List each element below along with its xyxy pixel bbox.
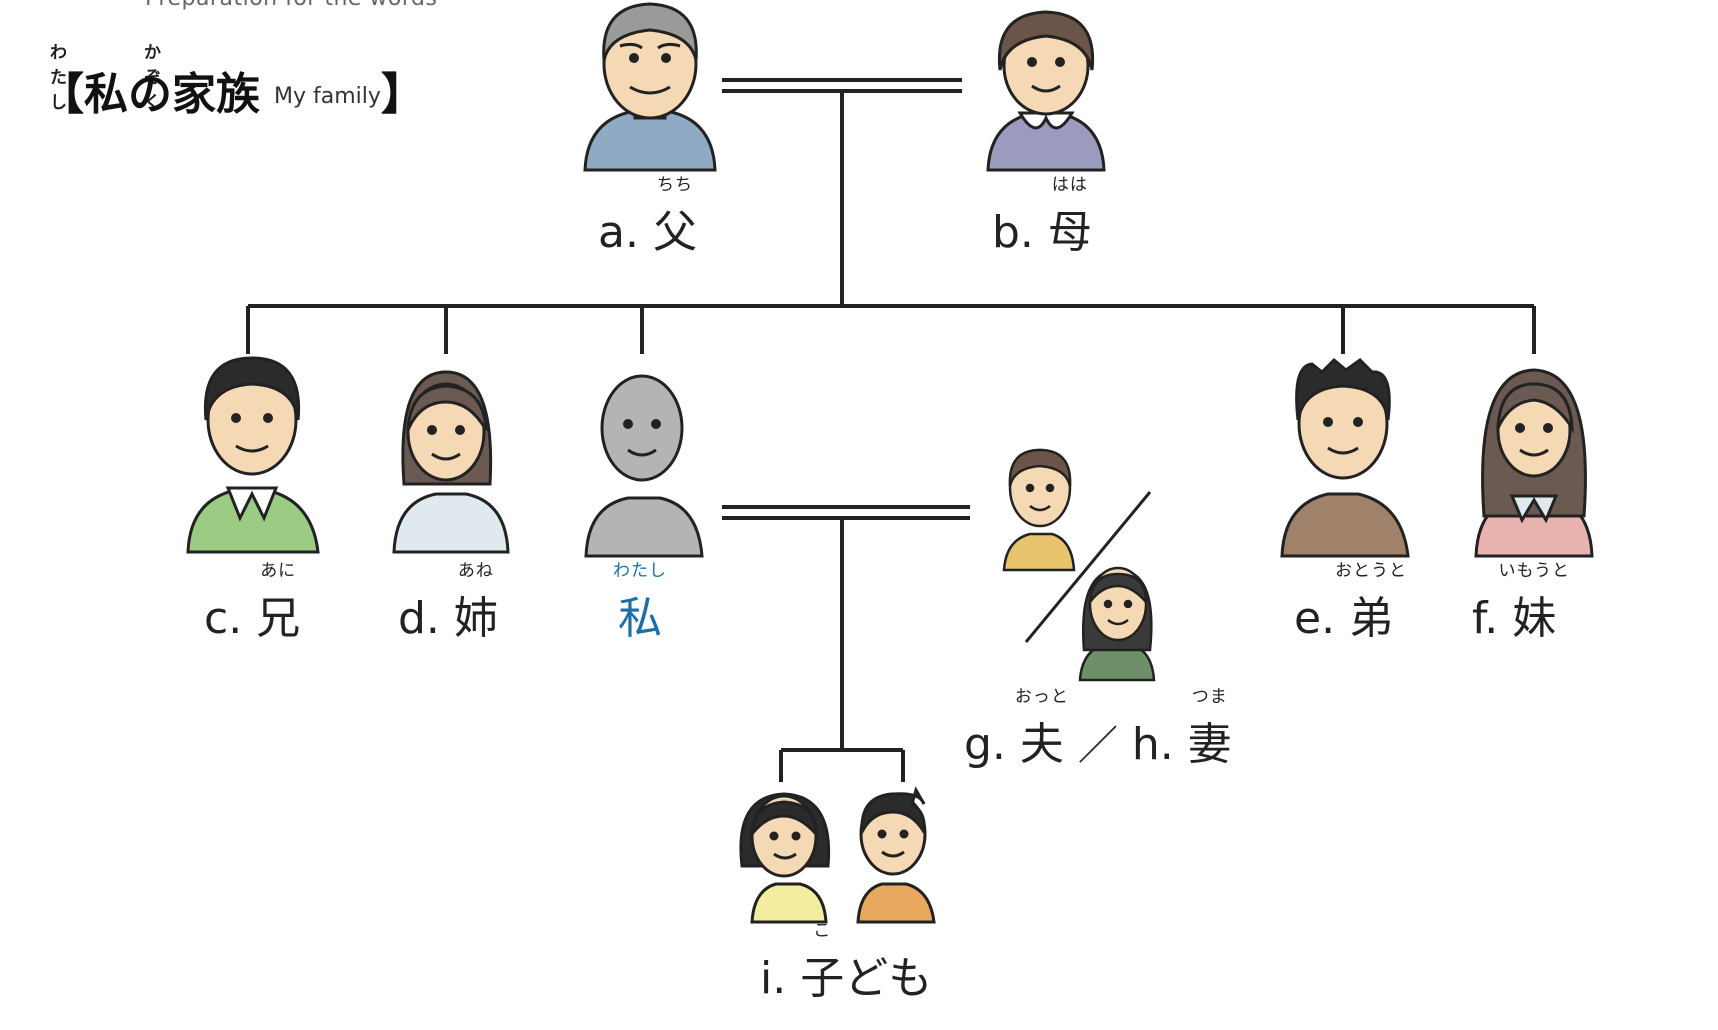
label-wife-prefix: h. [1131, 719, 1174, 770]
label-older-brother-ruby: あに [260, 561, 297, 581]
person-wife [1078, 566, 1156, 682]
label-wife-ruby: つま [1191, 687, 1228, 707]
section-subtitle: Preparation for the words [145, 0, 437, 11]
label-older-sister-ruby: あね [457, 561, 494, 581]
person-father [583, 2, 717, 172]
label-younger-sister-prefix: f. [1472, 593, 1499, 644]
label-older-sister: d. あね姉 [398, 561, 498, 646]
label-father-ruby: ちち [656, 175, 693, 195]
person-child-girl [739, 792, 831, 924]
title-text: 【私の家族 My family】 [40, 58, 425, 122]
label-older-brother: c. あに兄 [204, 561, 301, 646]
label-older-sister-prefix: d. [398, 593, 440, 644]
label-children-rest: ども [844, 953, 933, 1004]
person-older-brother [186, 356, 320, 554]
label-mother-ruby: はは [1051, 175, 1088, 195]
label-spouse-separator: ／ [1077, 723, 1118, 769]
title-ruby-kazoku: かぞく [144, 43, 161, 113]
label-children-ruby: こ [813, 921, 832, 941]
label-mother-prefix: b. [992, 207, 1034, 258]
label-self-ruby: わたし [613, 561, 667, 581]
tree-lines [246, 78, 1536, 782]
label-older-sister-kanji: 姉 [453, 593, 498, 644]
label-self: わたし私 [613, 561, 666, 646]
label-children-prefix: i. [760, 953, 787, 1004]
label-wife-kanji: 妻 [1187, 719, 1232, 770]
label-husband-kanji: 夫 [1019, 719, 1064, 770]
person-older-sister [392, 370, 510, 554]
spouse-slash [1024, 491, 1152, 643]
label-younger-sister-ruby: いもうと [1498, 561, 1571, 581]
label-younger-sister: f. いもうと妹 [1472, 561, 1569, 646]
label-older-brother-kanji: 兄 [256, 593, 301, 644]
person-younger-sister [1474, 368, 1594, 558]
label-older-brother-prefix: c. [204, 593, 243, 644]
title-english: My family [274, 84, 381, 109]
label-children: i. こ子ども [760, 921, 933, 1006]
person-husband [1002, 448, 1076, 572]
label-husband-ruby: おっと [1014, 687, 1069, 707]
title-japanese: 私の家族 [84, 69, 260, 120]
label-younger-brother-prefix: e. [1294, 593, 1336, 644]
label-mother-kanji: 母 [1047, 207, 1092, 258]
label-self-kanji: 私 [618, 593, 662, 644]
title-ruby-watashi: わたし [50, 43, 67, 113]
label-father-kanji: 父 [652, 207, 697, 258]
label-father: a. ちち父 [598, 175, 697, 260]
title-bracket-close: 】 [380, 69, 425, 120]
person-child-boy [856, 786, 936, 924]
label-spouse: g. おっと夫 ／ h. つま妻 [964, 687, 1232, 772]
label-younger-brother-ruby: おとうと [1335, 561, 1408, 581]
person-younger-brother [1280, 357, 1410, 558]
label-children-kanji: 子 [800, 953, 845, 1004]
person-self [584, 374, 704, 558]
label-father-prefix: a. [598, 207, 639, 258]
label-younger-sister-kanji: 妹 [1512, 593, 1557, 644]
label-mother: b. はは母 [992, 175, 1092, 260]
label-younger-brother-kanji: 弟 [1349, 593, 1394, 644]
title-bracket-open: 【 [40, 69, 84, 120]
person-mother [986, 10, 1106, 172]
label-younger-brother: e. おとうと弟 [1294, 561, 1406, 646]
label-husband-prefix: g. [964, 719, 1006, 770]
